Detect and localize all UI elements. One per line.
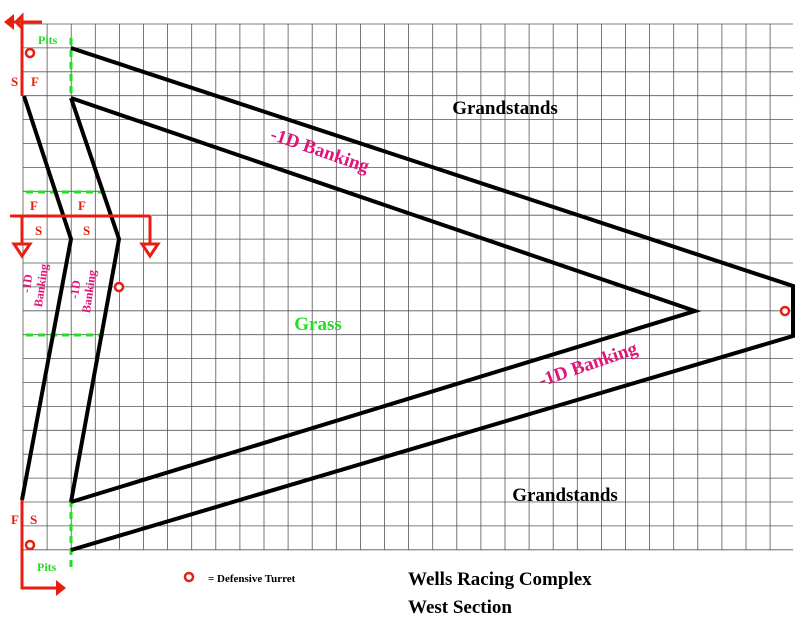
finish-mid-left-label: F [30, 198, 38, 213]
start-bottom-label: S [30, 512, 37, 527]
pits-bottom-label: Pits [37, 560, 57, 574]
finish-mid-right-label: F [78, 198, 86, 213]
turret-icon [24, 47, 36, 59]
banking-left-b-line2: Banking [79, 269, 99, 314]
finish-top-label: F [31, 74, 39, 89]
pit-entry-arrow-bottom [20, 500, 58, 590]
arrow-tip-top [4, 14, 14, 30]
grid [22, 23, 793, 551]
grandstands-bottom-label: Grandstands [512, 485, 618, 506]
legend-turret-label: = Defensive Turret [208, 573, 296, 585]
turret-icon [24, 539, 36, 551]
start-mid-right-label: S [83, 223, 90, 238]
arrow-tip-bottom [56, 580, 66, 596]
finish-bottom-label: F [11, 512, 19, 527]
inner-track-edge [70, 96, 702, 504]
map-subtitle: West Section [408, 597, 512, 618]
left-straight-outer-edge [20, 95, 74, 501]
left-straight-inner-edge [69, 97, 122, 503]
start-top-label: S [11, 74, 18, 89]
banking-left-b-line1: -1D [67, 279, 84, 300]
map-title: Wells Racing Complex [408, 569, 592, 590]
section-dividers [26, 38, 104, 568]
banking-left-b: -1D Banking [67, 269, 99, 314]
start-mid-left-label: S [35, 223, 42, 238]
banking-left-a-line2: Banking [31, 263, 51, 308]
grass-label: Grass [294, 314, 342, 335]
turret-icon [779, 305, 791, 317]
start-finish-markers [4, 12, 161, 596]
grandstands-top-label: Grandstands [452, 98, 558, 119]
mid-arrow-left-head [11, 242, 33, 259]
banking-left-a: -1D Banking [19, 263, 51, 308]
outer-track-edge [70, 46, 795, 552]
banking-left-a-line1: -1D [19, 273, 36, 294]
turrets [24, 47, 791, 583]
track-outline [20, 46, 795, 552]
mid-arrow-right-head [139, 242, 161, 259]
banking-lower-label: -1D Banking [536, 338, 641, 392]
turret-icon [113, 281, 125, 293]
pits-top-label: Pits [38, 33, 58, 47]
legend-turret-icon [183, 571, 195, 583]
